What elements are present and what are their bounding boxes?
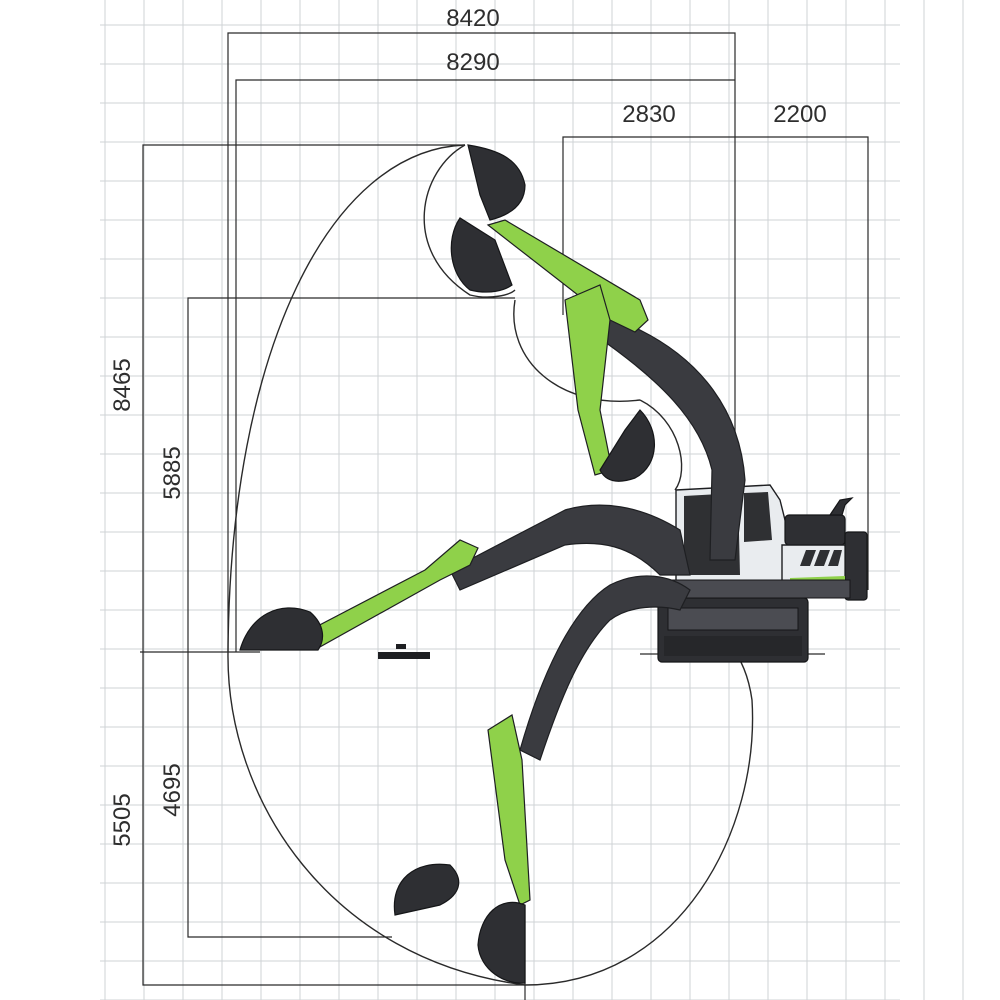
boom-high <box>594 309 746 561</box>
buckets <box>239 144 655 984</box>
dim-label-max-vertical-wall-depth: 4695 <box>159 763 186 816</box>
dim-label-max-digging-height: 8465 <box>109 358 136 411</box>
background-grid <box>100 0 964 1000</box>
undercarriage <box>657 597 809 663</box>
dim-label-tail-swing-radius: 2200 <box>773 101 826 128</box>
dim-label-max-dump-height: 5885 <box>159 446 186 499</box>
dim-label-max-digging-reach: 8420 <box>446 5 499 32</box>
dim-label-max-digging-depth: 5505 <box>109 793 136 846</box>
upper-structure <box>669 484 868 601</box>
dimension-lines <box>140 32 869 1000</box>
boom-horizontal <box>449 504 691 591</box>
dim-label-front-swing-radius: 2830 <box>622 101 675 128</box>
dim-label-max-reach-ground: 8290 <box>446 49 499 76</box>
working-envelope <box>227 144 754 986</box>
boom-low <box>519 575 691 761</box>
arm-positions <box>309 219 649 906</box>
